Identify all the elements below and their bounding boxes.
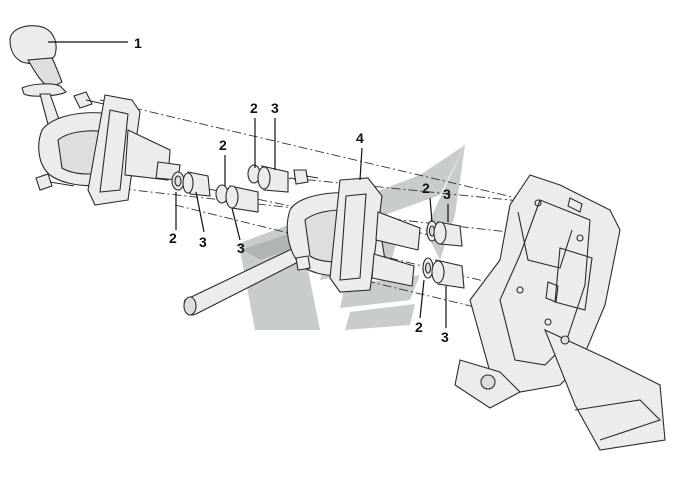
callout-3-mid: 3 [237, 240, 245, 256]
callout-4: 4 [356, 130, 364, 146]
callout-2-mid: 2 [219, 137, 227, 153]
hand-brake-valve-4 [183, 177, 421, 316]
fittings-left [171, 164, 319, 213]
callout-2-right-bottom: 2 [415, 319, 423, 335]
fittings-right [422, 220, 465, 289]
callout-2-top: 2 [250, 100, 258, 116]
callout-1: 1 [134, 35, 142, 51]
mounting-bracket [454, 174, 666, 451]
callout-3-right-top: 3 [443, 186, 451, 202]
callout-3-left: 3 [199, 234, 207, 250]
callout-2-right-top: 2 [422, 180, 430, 196]
callout-3-right-bottom: 3 [441, 329, 449, 345]
hand-brake-valve-1 [9, 25, 181, 206]
leader-lines [48, 41, 449, 328]
callout-2-left: 2 [169, 230, 177, 246]
callout-labels: 1 2 3 2 2 3 3 4 2 3 2 3 [134, 35, 451, 345]
callout-3-top: 3 [271, 100, 279, 116]
